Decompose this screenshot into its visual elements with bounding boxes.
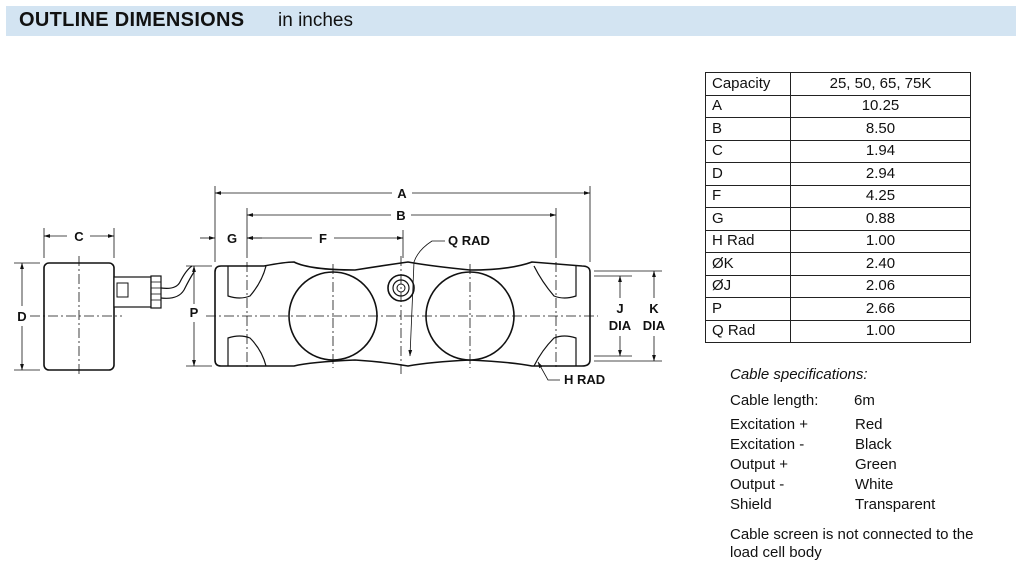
dim-label-q-rad: Q RAD	[448, 233, 490, 248]
table-value: 8.50	[790, 117, 971, 141]
table-key: A	[705, 94, 791, 118]
wire-color: Transparent	[855, 496, 936, 513]
table-value: 1.00	[790, 229, 971, 253]
dim-p	[186, 265, 212, 367]
table-value: 25, 50, 65, 75K	[790, 72, 971, 96]
wire-label: Excitation +	[730, 416, 808, 433]
wire-color: Black	[855, 436, 892, 453]
dim-a	[214, 186, 591, 262]
outline-drawing: C D A	[14, 186, 666, 387]
dim-label-j-dia: DIA	[609, 318, 632, 333]
dim-j	[594, 275, 632, 357]
dim-label-k: K	[649, 301, 659, 316]
wire-label: Output +	[730, 456, 788, 473]
cable-screen-note: Cable screen is not connected to the loa…	[730, 526, 974, 561]
table-value: 2.40	[790, 252, 971, 276]
table-value: 0.88	[790, 207, 971, 231]
cable-spec-title: Cable specifications:	[730, 366, 868, 383]
table-key: G	[705, 207, 791, 231]
leader-q-rad	[408, 240, 445, 357]
dim-label-j: J	[616, 301, 623, 316]
table-value: 2.66	[790, 297, 971, 321]
wire-color: Green	[855, 456, 897, 473]
cable-length-value: 6m	[854, 392, 875, 409]
dim-f	[246, 230, 404, 258]
table-key: Q Rad	[705, 319, 791, 343]
dim-label-g: G	[227, 231, 237, 246]
table-value: 2.94	[790, 162, 971, 186]
dim-label-a: A	[397, 186, 407, 201]
wire-color: Red	[855, 416, 883, 433]
table-key: D	[705, 162, 791, 186]
dim-label-f: F	[319, 231, 327, 246]
dim-label-p: P	[190, 305, 199, 320]
table-key: C	[705, 139, 791, 163]
dim-label-c: C	[74, 229, 84, 244]
table-value: 1.94	[790, 139, 971, 163]
table-key: ØK	[705, 252, 791, 276]
table-key: ØJ	[705, 274, 791, 298]
dim-k	[594, 270, 662, 362]
leader-h-rad	[537, 361, 560, 381]
table-value: 10.25	[790, 94, 971, 118]
dim-label-k-dia: DIA	[643, 318, 666, 333]
wire-label: Excitation -	[730, 436, 805, 453]
dim-b	[246, 208, 557, 258]
section-header: OUTLINE DIMENSIONS in inches	[6, 6, 1016, 36]
table-value: 2.06	[790, 274, 971, 298]
wire-label: Output -	[730, 476, 785, 493]
table-key: Capacity	[705, 72, 791, 96]
header-title: OUTLINE DIMENSIONS	[19, 9, 245, 31]
load-cell-side-view	[206, 256, 598, 376]
dim-d	[14, 262, 40, 371]
table-value: 1.00	[790, 319, 971, 343]
cable-length-label: Cable length:	[730, 392, 819, 409]
dim-c	[43, 228, 115, 258]
table-key: F	[705, 184, 791, 208]
wire-label: Shield	[730, 496, 772, 513]
wire-color: White	[855, 476, 894, 493]
table-key: H Rad	[705, 229, 791, 253]
dim-label-h-rad: H RAD	[564, 372, 605, 387]
table-value: 4.25	[790, 184, 971, 208]
table-key: P	[705, 297, 791, 321]
end-view	[30, 256, 195, 376]
table-key: B	[705, 117, 791, 141]
dim-label-d: D	[17, 309, 26, 324]
header-subtitle: in inches	[278, 10, 353, 31]
dim-label-b: B	[396, 208, 405, 223]
